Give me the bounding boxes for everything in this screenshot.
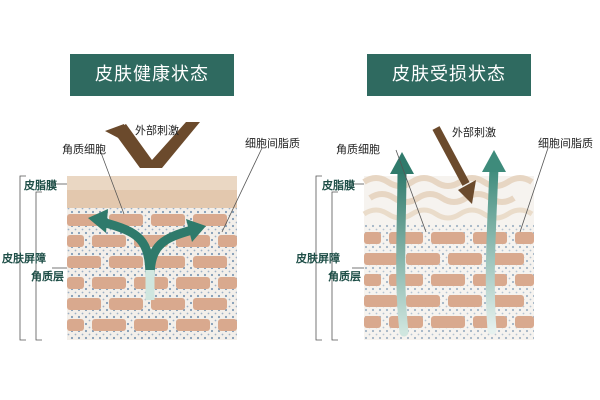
corneocyte-brick (67, 235, 84, 247)
corneocyte-brick (218, 277, 237, 289)
corneocyte-brick (134, 319, 168, 331)
corneocyte-brick (218, 319, 237, 331)
label-sebum-film: 皮脂膜 (24, 177, 57, 193)
corneocyte-brick (389, 232, 423, 244)
label-sebum-film-right: 皮脂膜 (322, 177, 355, 193)
corneocyte-brick (515, 232, 534, 244)
corneocyte-brick (92, 277, 126, 289)
corneocyte-brick (193, 298, 227, 310)
corneocyte-brick (151, 298, 185, 310)
corneocyte-brick (431, 274, 465, 286)
damaged-skin-block (364, 176, 534, 340)
corneocyte-brick (364, 295, 398, 307)
label-corneocyte: 角质细胞 (62, 141, 106, 157)
corneocyte-brick (406, 295, 440, 307)
corneocyte-brick (364, 232, 381, 244)
corneocyte-brick (176, 277, 210, 289)
corneocyte-brick (364, 253, 398, 265)
corneocyte-brick (389, 274, 423, 286)
label-stratum-corneum-right: 角质层 (328, 268, 361, 284)
corneocyte-brick (515, 274, 534, 286)
label-intercellular-lipid: 细胞间脂质 (245, 135, 300, 151)
corneocyte-brick (109, 256, 143, 268)
corneocyte-brick (193, 256, 227, 268)
label-stratum-corneum: 角质层 (31, 268, 64, 284)
corneocyte-brick (92, 319, 126, 331)
label-corneocyte-right: 角质细胞 (336, 141, 380, 157)
corneocyte-brick (67, 256, 101, 268)
corneocyte-brick (67, 298, 101, 310)
corneocyte-brick (364, 316, 381, 328)
corneocyte-brick (67, 319, 84, 331)
corneocyte-brick (448, 253, 482, 265)
corneocyte-brick (92, 235, 126, 247)
corneocyte-brick (109, 298, 143, 310)
corneocyte-brick (448, 295, 482, 307)
corneocyte-brick (67, 277, 84, 289)
corneocyte-brick (515, 316, 534, 328)
corneocyte-brick (431, 316, 465, 328)
sebum-film-layer (67, 176, 237, 192)
corneocyte-brick (218, 235, 237, 247)
corneocyte-brick (364, 274, 381, 286)
corneocyte-brick (431, 232, 465, 244)
label-external-stimulus-right: 外部刺激 (452, 124, 496, 140)
label-skin-barrier: 皮肤屏障 (2, 250, 46, 266)
label-external-stimulus: 外部刺激 (135, 122, 179, 138)
corneocyte-brick (406, 253, 440, 265)
label-intercellular-lipid-right: 细胞间脂质 (538, 135, 593, 151)
corneocyte-brick (176, 319, 210, 331)
corneocyte-brick (151, 214, 185, 226)
label-skin-barrier-right: 皮肤屏障 (296, 250, 340, 266)
